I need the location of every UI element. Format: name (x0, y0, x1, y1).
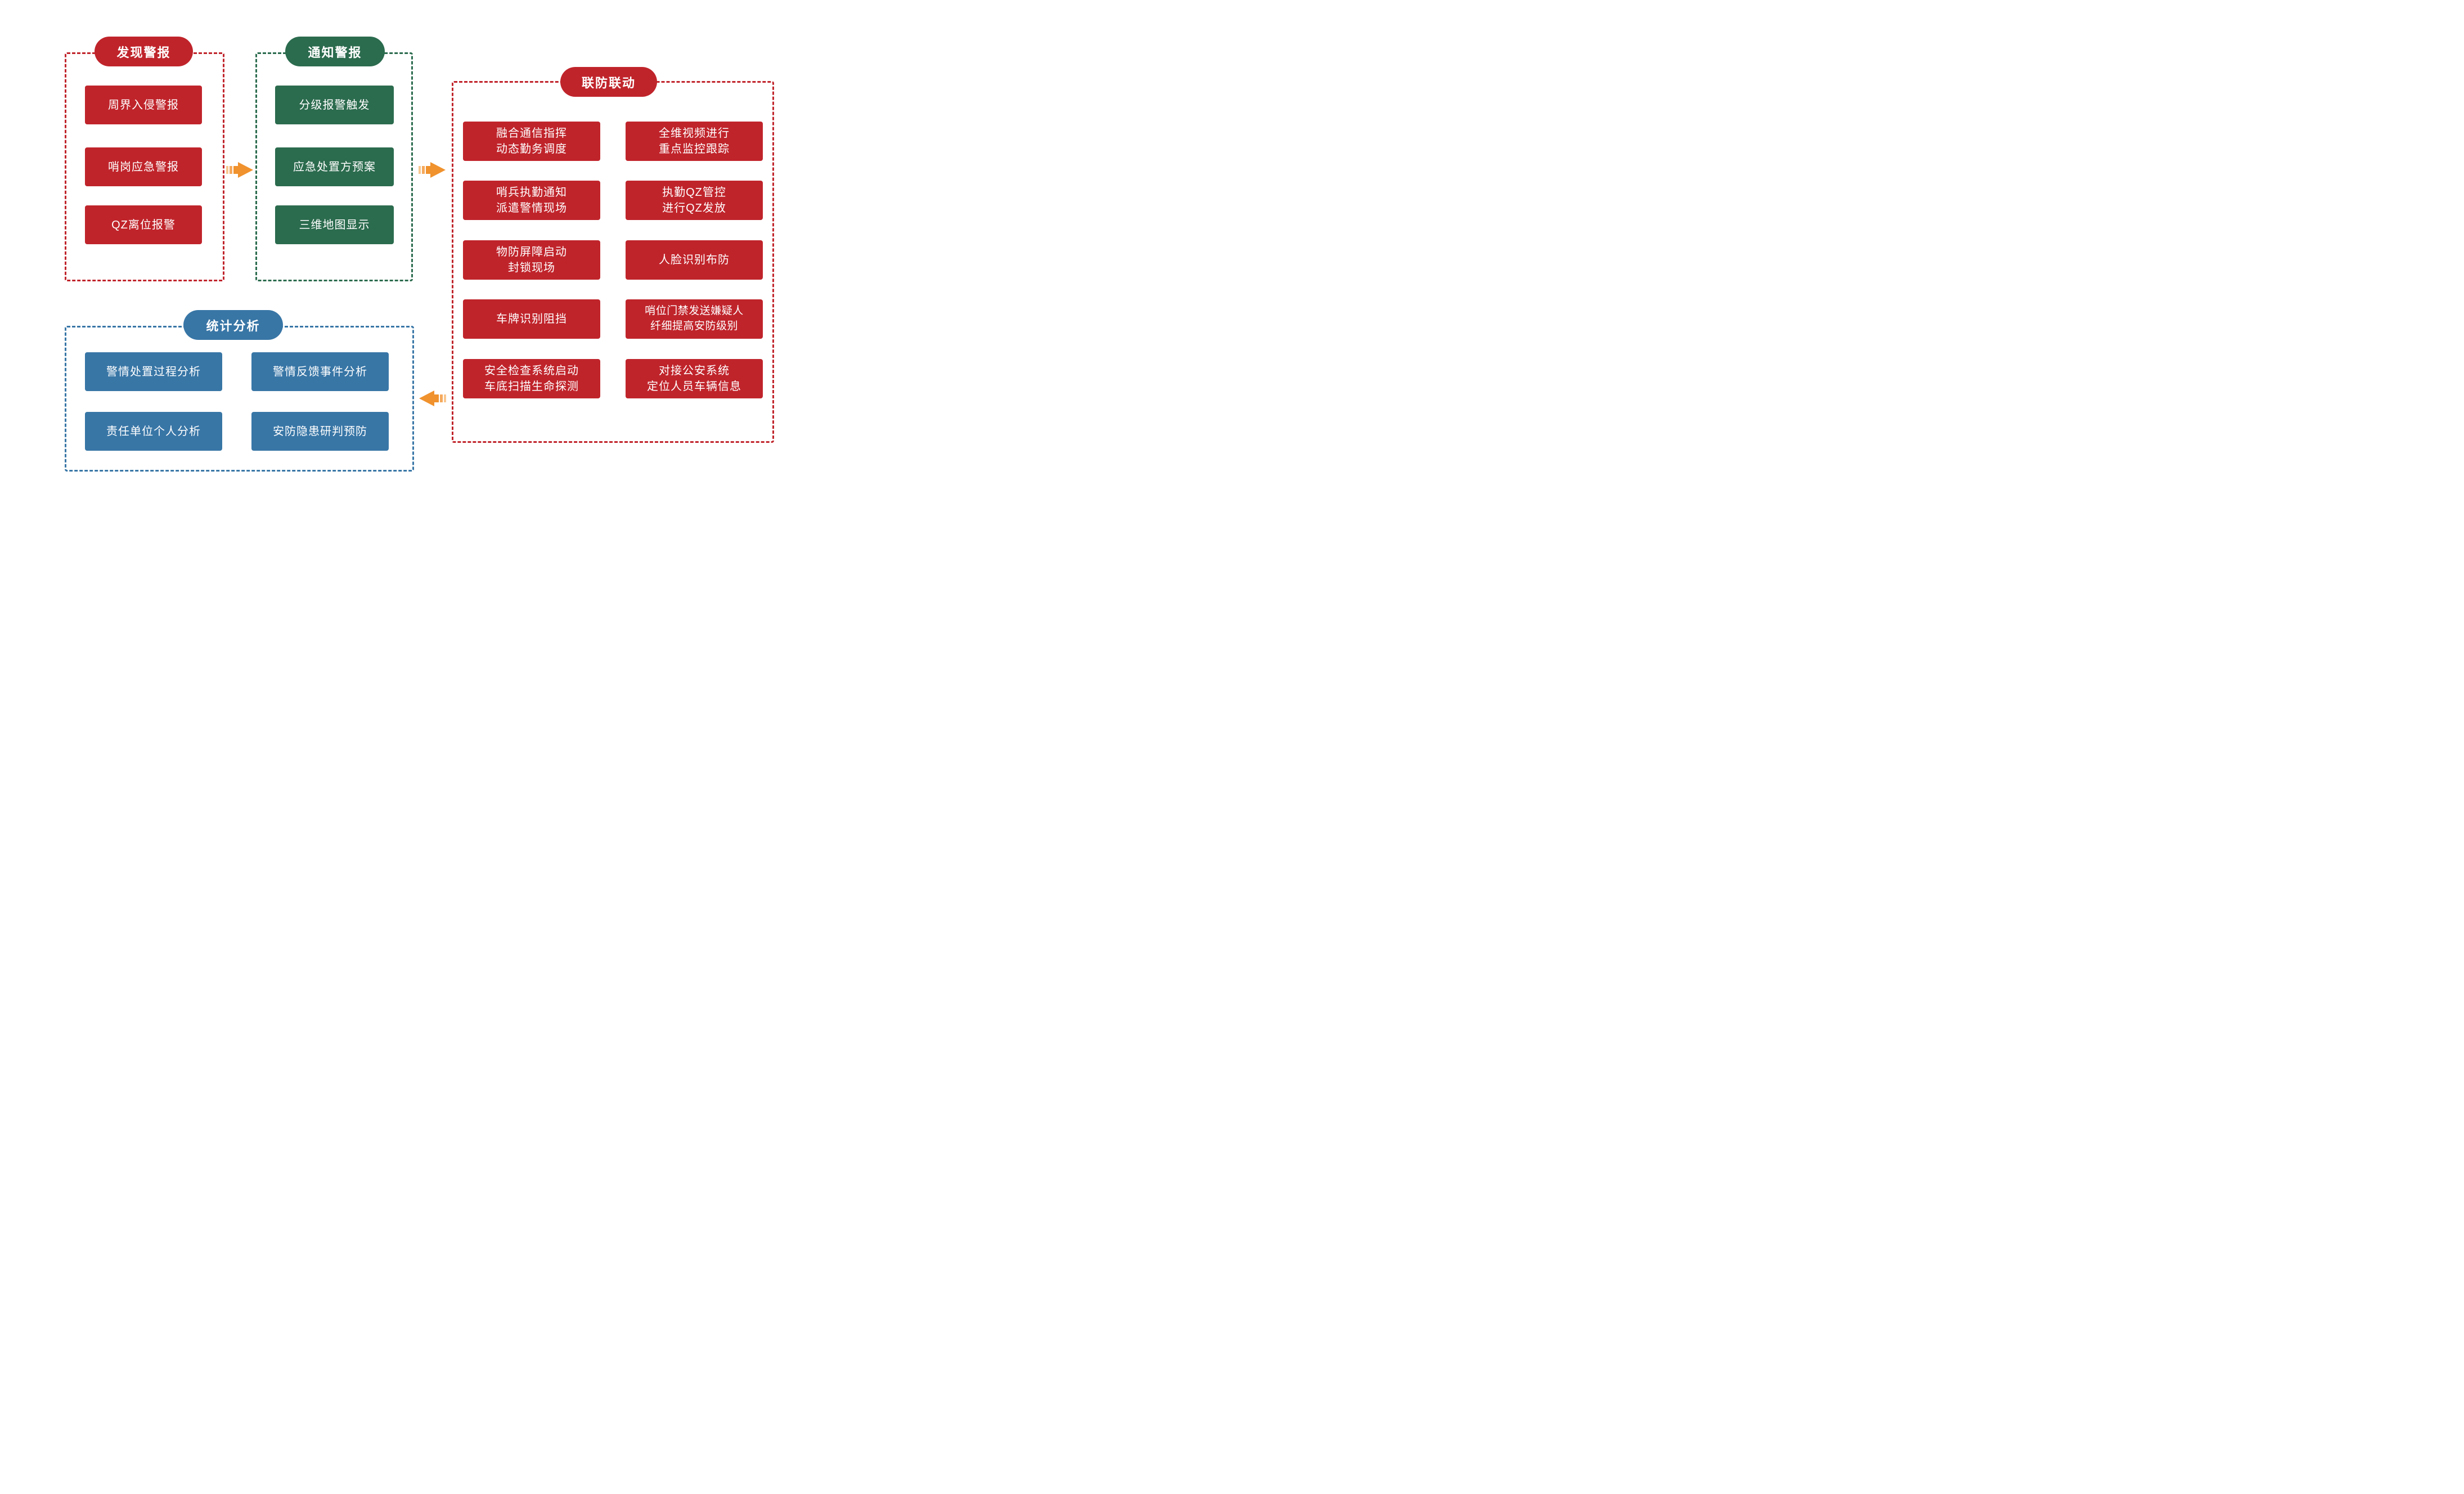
node-duty-qz-control: 执勤QZ管控 进行QZ发放 (626, 181, 763, 220)
node-security-check-underbody-scan: 安全检查系统启动 车底扫描生命探测 (463, 359, 600, 398)
node-police-system-locating: 对接公安系统 定位人员车辆信息 (626, 359, 763, 398)
section-title-notify-alarm: 通知警报 (285, 37, 385, 66)
node-physical-barrier-lockdown: 物防屏障启动 封锁现场 (463, 240, 600, 280)
node-fusion-comms-dispatch: 融合通信指挥 动态勤务调度 (463, 122, 600, 161)
node-qz-offposition-alarm: QZ离位报警 (85, 205, 202, 244)
node-face-recognition-deploy: 人脸识别布防 (626, 240, 763, 280)
node-emergency-response-plan: 应急处置方预案 (275, 147, 394, 186)
section-title-discover-alarm: 发现警报 (95, 37, 193, 66)
node-sentry-emergency-alarm: 哨岗应急警报 (85, 147, 202, 186)
node-sentry-access-suspect-alert: 哨位门禁发送嫌疑人 纤细提高安防级别 (626, 299, 763, 339)
node-alarm-feedback-event-analysis: 警情反馈事件分析 (251, 352, 389, 391)
node-alarm-handling-process-analysis: 警情处置过程分析 (85, 352, 222, 391)
node-responsible-unit-person-analysis: 责任单位个人分析 (85, 412, 222, 451)
flow-arrow-right-icon (419, 162, 446, 178)
node-3d-map-display: 三维地图显示 (275, 205, 394, 244)
flow-arrow-left-icon (419, 391, 446, 406)
node-graded-alarm-trigger: 分级报警触发 (275, 86, 394, 124)
section-title-statistical-analysis: 统计分析 (183, 310, 283, 340)
node-perimeter-intrusion-alarm: 周界入侵警报 (85, 86, 202, 124)
node-sentry-duty-notify: 哨兵执勤通知 派遣警情现场 (463, 181, 600, 220)
node-security-hazard-prediction: 安防隐患研判预防 (251, 412, 389, 451)
section-title-joint-defense: 联防联动 (560, 67, 657, 97)
node-plate-recognition-block: 车牌识别阻挡 (463, 299, 600, 339)
node-omni-video-tracking: 全维视频进行 重点监控跟踪 (626, 122, 763, 161)
flow-arrow-right-icon (226, 162, 253, 178)
diagram-canvas: 发现警报 周界入侵警报 哨岗应急警报 QZ离位报警 通知警报 分级报警触发 应急… (0, 0, 821, 498)
